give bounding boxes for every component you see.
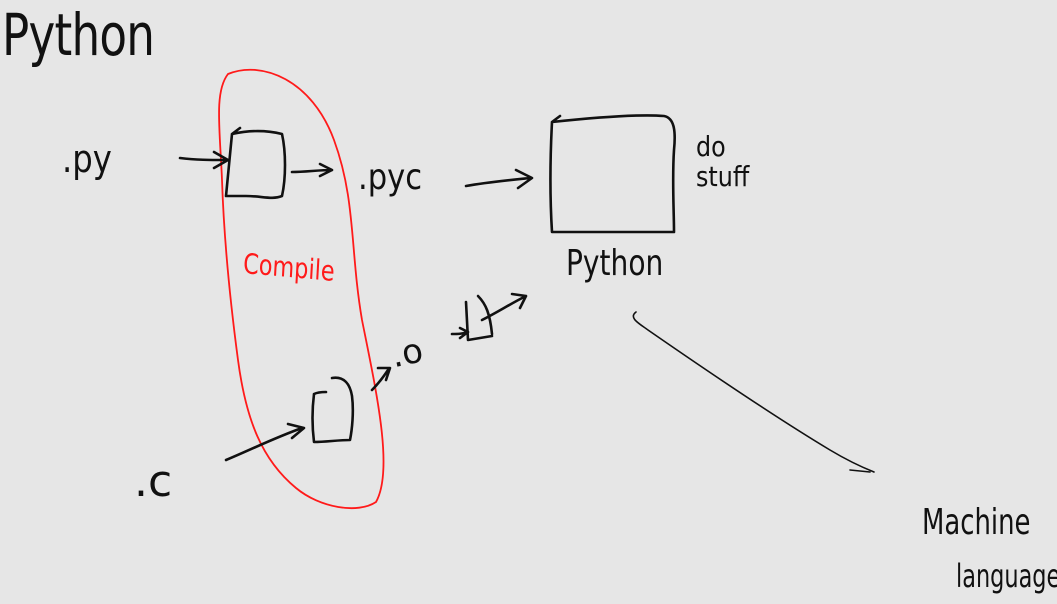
do-stuff-line-2: stuff [696,160,750,193]
object-box [464,294,494,342]
arrow-compiler-to-pyc [290,162,334,178]
py-file-label: .py [62,137,112,181]
arrow-object-to-interpreter [480,292,528,322]
arrow-o-to-object [450,326,470,340]
page-title: Python [2,1,155,69]
arrow-c-to-compiler [224,422,306,462]
arrow-compiler-to-o [370,366,392,392]
compile-label: Compile [242,247,336,288]
machine-label-line-2: language [956,557,1057,595]
compiler-box-py [224,126,287,200]
compiler-box-c [311,376,355,444]
connector-interpreter-to-machine [632,311,875,473]
c-file-label: .c [134,456,173,507]
arrow-py-to-compiler [178,150,230,170]
interpreter-label: Python [566,243,664,284]
machine-label-line-1: Machine [922,502,1031,543]
do-stuff-label: do stuff [696,132,749,192]
do-stuff-line-1: do [696,130,726,163]
pyc-file-label: .pyc [358,157,423,198]
interpreter-box [549,114,676,234]
o-file-label: .o [387,330,427,377]
arrow-pyc-to-interpreter [464,168,534,190]
compile-loop [218,68,385,509]
